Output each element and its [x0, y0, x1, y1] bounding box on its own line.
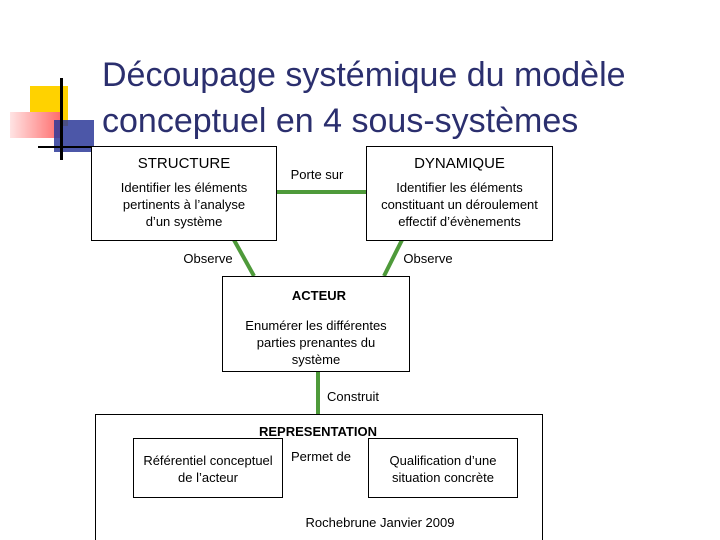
referentiel-box: Référentiel conceptuel de l’acteur: [133, 438, 283, 498]
qualification-line-1: Qualification d’une: [369, 452, 517, 469]
porte-sur-label: Porte sur: [284, 166, 350, 183]
structure-line-2: pertinents à l’analyse: [92, 196, 276, 213]
structure-box: STRUCTURE Identifier les éléments pertin…: [91, 146, 277, 241]
dynamique-line-3: effectif d’évènements: [367, 213, 552, 230]
structure-heading: STRUCTURE: [92, 155, 276, 172]
qualification-box: Qualification d’une situation concrète: [368, 438, 518, 498]
dynamique-box: DYNAMIQUE Identifier les éléments consti…: [366, 146, 553, 241]
referentiel-line-1: Référentiel conceptuel: [134, 452, 282, 469]
dynamique-heading: DYNAMIQUE: [367, 155, 552, 172]
acteur-line-3: système: [223, 351, 409, 368]
dynamique-line-1: Identifier les éléments: [367, 179, 552, 196]
acteur-heading: ACTEUR: [289, 287, 349, 304]
qualification-line-2: situation concrète: [369, 469, 517, 486]
acteur-line-2: parties prenantes du: [223, 334, 409, 351]
construit-label: Construit: [322, 388, 384, 405]
footer-text: Rochebrune Janvier 2009: [280, 514, 480, 531]
dynamique-line-2: constituant un déroulement: [367, 196, 552, 213]
permet-de-label: Permet de: [286, 448, 356, 465]
structure-line-3: d’un système: [92, 213, 276, 230]
acteur-box: ACTEUR Enumérer les différentes parties …: [222, 276, 410, 372]
structure-line-1: Identifier les éléments: [92, 179, 276, 196]
acteur-line-1: Enumérer les différentes: [223, 317, 409, 334]
observe-right-label: Observe: [398, 250, 458, 267]
observe-left-label: Observe: [178, 250, 238, 267]
referentiel-line-2: de l’acteur: [134, 469, 282, 486]
